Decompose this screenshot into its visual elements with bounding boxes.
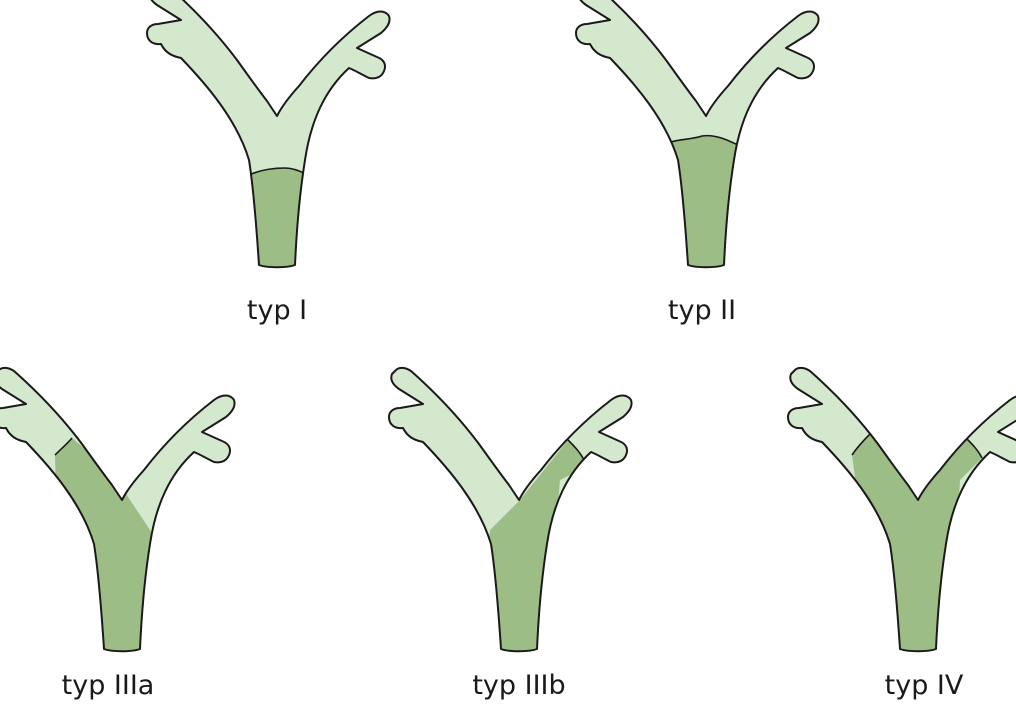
diagram-typ-1 — [147, 0, 390, 280]
diagram-typ-3b — [389, 368, 632, 660]
affected-region — [852, 434, 982, 660]
label-typ-2: typ II — [668, 297, 736, 324]
diagram-typ-2 — [576, 0, 819, 280]
affected-region — [650, 136, 760, 280]
diagram-typ-3a — [0, 368, 235, 660]
label-typ-3b: typ IIIb — [472, 672, 565, 699]
label-typ-1: typ I — [247, 297, 307, 324]
label-typ-4: typ IV — [885, 672, 964, 699]
label-typ-3a: typ IIIa — [62, 672, 155, 699]
diagram-typ-4 — [788, 368, 1016, 660]
